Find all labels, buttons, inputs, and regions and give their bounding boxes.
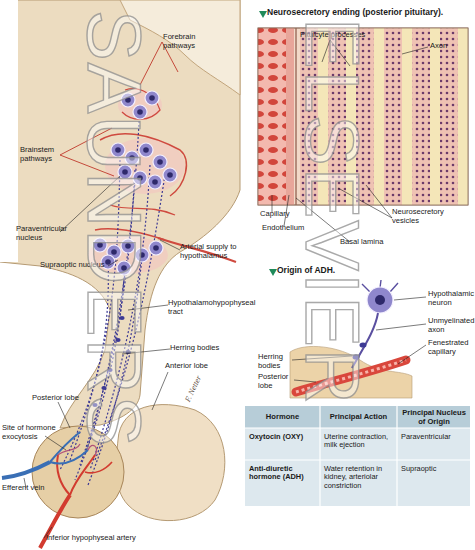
tract-label: Hypothalamohypophyseal tract: [168, 299, 260, 316]
table-cell: Water retention in kidney, arteriolar co…: [324, 465, 395, 490]
leader-line: [398, 345, 426, 364]
neuron-cell: [163, 168, 177, 182]
table-header: Hormone: [247, 413, 318, 422]
artery-branch: [57, 455, 70, 495]
structure-label: Axon: [430, 42, 466, 51]
cell-nucleus: [375, 295, 385, 305]
pituicyte-process: [374, 28, 384, 205]
pathway-label: Brainstem pathways: [20, 146, 72, 163]
leader-line: [394, 297, 426, 300]
leader-line: [58, 402, 70, 428]
leader-line: [160, 240, 180, 250]
structure-label: Unmyelinated axon: [428, 317, 474, 334]
table-header: Principal Action: [322, 413, 395, 422]
table-rule: [245, 459, 470, 460]
structure-label: Fenestrated capillary: [428, 339, 474, 356]
structure-label: Neurosecretory vesicles: [392, 208, 468, 225]
table-header: [245, 406, 470, 428]
vessel-label: Efferent vein: [2, 484, 54, 493]
table-cell: Paraventricular: [401, 433, 467, 441]
heading-marker: [269, 269, 277, 276]
efferent-vein: [2, 462, 50, 478]
hypothalamic-neuron: [367, 287, 393, 313]
pathway-label: Forebrain pathways: [163, 33, 215, 50]
site-label: Site of hormone exocytosis: [2, 424, 64, 441]
endothelium: [286, 28, 294, 205]
table-cell: Anti-diuretic hormone (ADH): [249, 465, 317, 482]
lobe-label: Anterior lobe: [165, 362, 225, 371]
pituicyte-process: [430, 28, 440, 205]
leader-line: [376, 324, 426, 330]
capillary-lumen: [258, 28, 286, 205]
table-header: Principal Nucleus of Origin: [399, 409, 469, 426]
table-rule: [396, 406, 397, 506]
axon-ending: [412, 28, 430, 205]
panel-heading: Neurosecretory ending (posterior pituita…: [255, 8, 470, 18]
table-grid: [245, 406, 470, 506]
structure-label: Herring bodies: [258, 353, 294, 370]
margin: [0, 0, 18, 262]
neuron-cell: [153, 155, 167, 169]
pituicyte-process: [458, 28, 468, 205]
axon-ending: [440, 28, 458, 205]
artery-branch: [85, 462, 112, 473]
table-cell: Oxytocin (OXY): [249, 433, 317, 441]
leader-line: [45, 436, 66, 450]
vessel-label: Inferior hypophyseal artery: [46, 534, 176, 543]
structure-label: Herring bodies: [170, 344, 240, 353]
watermark: ELSEVIER: [294, 18, 370, 406]
table-rule: [245, 427, 470, 428]
leader-line: [152, 372, 168, 410]
table-cell: Supraoptic: [401, 465, 467, 473]
artist-signature: F. Netter: [184, 375, 204, 404]
leader-line: [402, 47, 428, 54]
pituicyte-process: [402, 28, 412, 205]
vessel-label: Arterial supply to hypothalamus: [180, 243, 260, 260]
structure-label: Hypothalamic neuron: [428, 290, 474, 307]
watermark: SAUNDERS: [76, 10, 152, 448]
axon-ending: [384, 28, 402, 205]
table-rule: [319, 406, 320, 506]
vein-branch: [50, 450, 88, 464]
heading-marker: [259, 11, 267, 18]
lobe-label: Posterior lobe: [258, 373, 294, 390]
table-body: [245, 406, 470, 506]
table-cell: Uterine contraction, milk ejection: [324, 433, 395, 450]
